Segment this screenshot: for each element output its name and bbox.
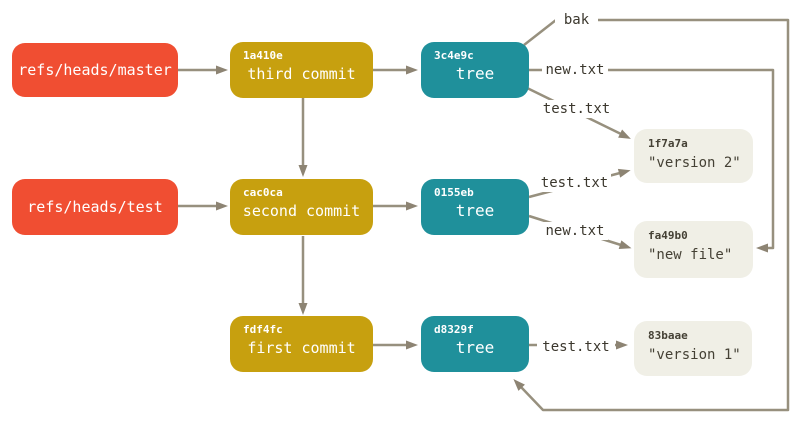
blob-box-fa49b0: fa49b0 "new file" [634,221,753,278]
edge-label-test-txt-middle: test.txt [538,174,611,192]
tree-d8329f-hash: d8329f [434,323,474,336]
edge-label-test-txt-top: test.txt [537,100,616,118]
blob-83baae-hash: 83baae [648,329,688,342]
commit-third-label: third commit [247,65,356,83]
blob-fa49b0-label: "new file" [648,247,733,263]
commit-box-first: fdf4fc first commit [230,316,373,372]
commit-box-second: cac0ca second commit [230,179,373,235]
blob-fa49b0-hash: fa49b0 [648,229,688,242]
ref-test-label: refs/heads/test [27,198,163,216]
tree-box-d8329f: d8329f tree [421,316,529,372]
blob-box-83baae: 83baae "version 1" [634,321,752,376]
edge-bak-to-tree-d8329f [513,18,790,412]
tree-0155eb-label: tree [455,201,495,220]
commit-second-label: second commit [242,202,361,220]
commit-box-third: 1a410e third commit [230,42,373,98]
tree-3c4e9c-hash: 3c4e9c [434,49,474,62]
edge-label-test-txt-bottom: test.txt [537,337,615,356]
blob-box-1f7a7a: 1f7a7a "version 2" [634,129,753,183]
blob-1f7a7a-label: "version 2" [648,155,741,171]
tree-0155eb-hash: 0155eb [434,186,474,199]
tree-box-0155eb: 0155eb tree [421,179,529,235]
edge-newtxt-to-blob-fa49b0 [529,68,775,253]
commit-first-hash: fdf4fc [243,323,283,336]
blob-83baae-label: "version 1" [648,347,741,363]
tree-box-3c4e9c: 3c4e9c tree [421,42,529,98]
edge-label-new-txt-top: new.txt [542,61,608,79]
ref-box-test: refs/heads/test [12,179,178,235]
commit-third-hash: 1a410e [243,49,283,62]
edge-label-new-txt-middle: new.txt [542,222,608,240]
commit-first-label: first commit [247,339,356,357]
edge-label-bak: bak [555,9,598,31]
tree-d8329f-label: tree [455,338,495,357]
commit-second-hash: cac0ca [243,186,283,199]
blob-1f7a7a-hash: 1f7a7a [648,137,688,150]
ref-box-master: refs/heads/master [12,43,178,97]
ref-master-label: refs/heads/master [18,61,172,79]
tree-3c4e9c-label: tree [455,64,495,83]
